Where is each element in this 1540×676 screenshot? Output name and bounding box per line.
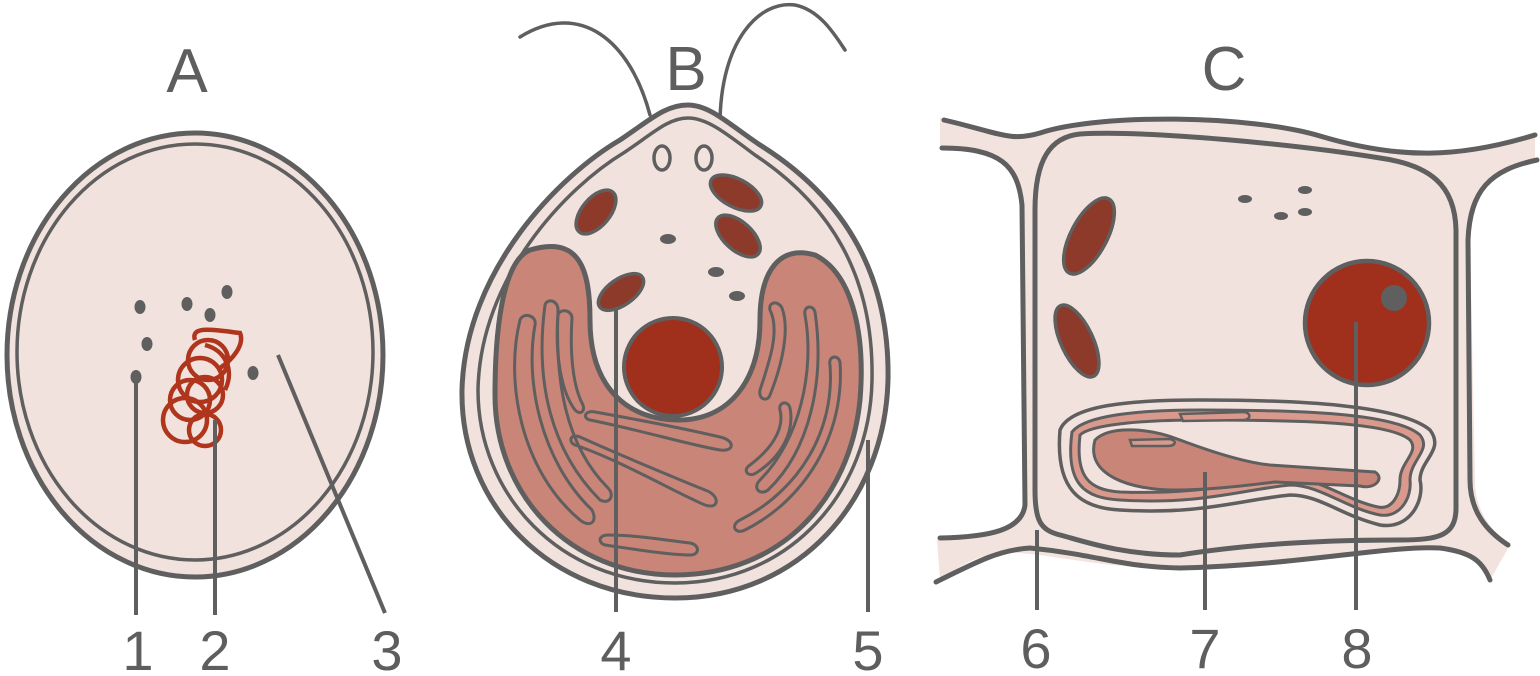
nucleoid-dna bbox=[160, 327, 244, 449]
thylakoids bbox=[513, 299, 842, 557]
label-3: 3 bbox=[371, 619, 402, 676]
cell-wall-top bbox=[941, 116, 1538, 156]
label-1: 1 bbox=[122, 619, 153, 676]
algal-cell-membrane bbox=[476, 116, 874, 585]
algal-cell-wall bbox=[459, 102, 891, 601]
label-8: 8 bbox=[1341, 617, 1372, 676]
cell-wall-bottom bbox=[933, 545, 1493, 585]
mitochondrion bbox=[1053, 303, 1101, 379]
panel-letter-b: B bbox=[665, 35, 706, 104]
leader-line-3 bbox=[276, 354, 387, 614]
flagellum-left bbox=[518, 21, 652, 117]
label-5: 5 bbox=[852, 619, 883, 676]
plant-nucleus bbox=[1302, 258, 1432, 388]
label-2: 2 bbox=[199, 619, 230, 676]
mitochondrion bbox=[1061, 196, 1117, 276]
contractile-vacuole bbox=[652, 144, 672, 172]
mitochondria bbox=[574, 173, 764, 313]
prokaryote-cell-membrane bbox=[15, 142, 375, 562]
panel-c: C 6 7 8 bbox=[933, 35, 1540, 676]
panel-b: B bbox=[459, 2, 891, 676]
contractile-vacuole bbox=[694, 144, 714, 172]
prokaryote-cell-body bbox=[7, 133, 383, 577]
prokaryote-cell-wall bbox=[4, 130, 386, 580]
algal-nucleus bbox=[622, 316, 724, 418]
label-4: 4 bbox=[600, 619, 631, 676]
cell-wall-left bbox=[937, 145, 1028, 541]
plant-cell-membrane bbox=[1032, 130, 1459, 558]
nucleolus bbox=[1381, 285, 1407, 311]
flagellum-right bbox=[718, 2, 847, 127]
cell-wall-right bbox=[1465, 157, 1540, 548]
panel-letter-a: A bbox=[166, 37, 208, 106]
panel-letter-c: C bbox=[1202, 35, 1247, 104]
panel-a: A 1 2 3 bbox=[4, 37, 403, 676]
label-7: 7 bbox=[1189, 617, 1220, 676]
chloroplast bbox=[495, 246, 862, 575]
label-6: 6 bbox=[1020, 617, 1051, 676]
